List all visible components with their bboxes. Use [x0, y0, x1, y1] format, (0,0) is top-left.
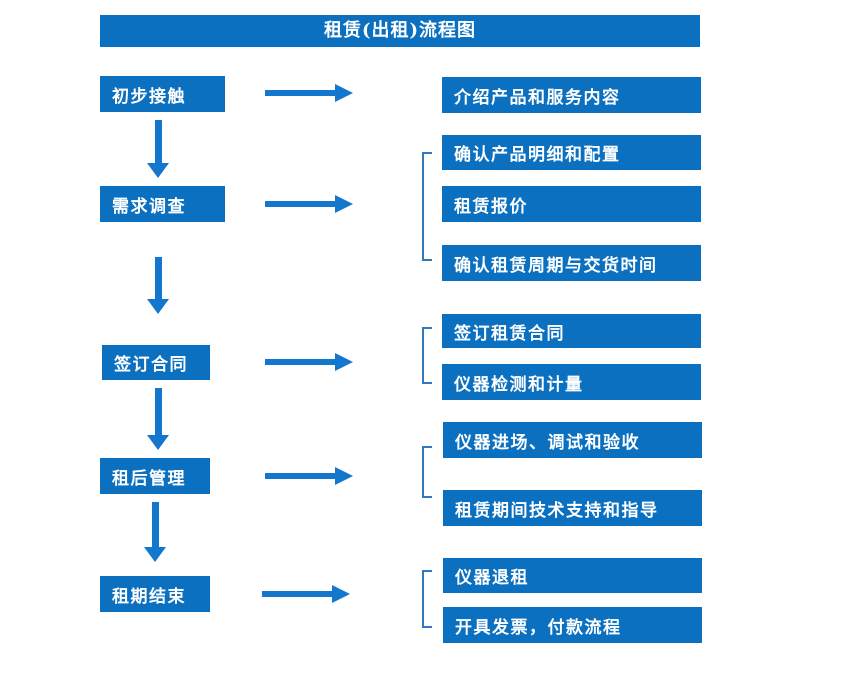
step-post-rental-management: 租后管理	[100, 458, 210, 494]
step-label: 初步接触	[112, 86, 186, 107]
output-label: 租赁期间技术支持和指导	[455, 500, 659, 521]
output-sign-rental-contract: 签订租赁合同	[442, 314, 701, 348]
output-label: 确认产品明细和配置	[454, 145, 621, 165]
arrow-shaft	[151, 502, 159, 547]
arrow-shaft	[154, 257, 162, 299]
arrow-shaft	[262, 591, 332, 597]
step-label: 需求调查	[112, 196, 186, 217]
group-bracket	[422, 152, 432, 261]
step-label: 租后管理	[112, 468, 186, 489]
flowchart-title: 租赁(出租)流程图	[323, 20, 477, 41]
output-invoice-payment-process: 开具发票，付款流程	[443, 607, 702, 643]
group-bracket	[422, 327, 432, 384]
arrow-head	[147, 163, 169, 178]
arrow-shaft	[265, 473, 335, 479]
output-instrument-testing-measurement: 仪器检测和计量	[442, 364, 701, 400]
group-bracket	[422, 570, 432, 628]
step-label: 签订合同	[114, 355, 188, 375]
output-label: 开具发票，付款流程	[455, 617, 622, 638]
arrow-down-icon	[147, 120, 169, 178]
arrow-shaft	[265, 359, 335, 365]
output-introduce-products-services: 介绍产品和服务内容	[442, 77, 701, 113]
arrow-head	[147, 299, 169, 314]
arrow-down-icon	[144, 502, 166, 562]
step-initial-contact: 初步接触	[100, 76, 225, 112]
arrow-right-icon	[265, 467, 353, 485]
arrow-shaft	[265, 201, 335, 207]
arrow-head	[147, 435, 169, 450]
arrow-head	[335, 467, 353, 485]
arrow-shaft	[154, 120, 162, 163]
output-label: 仪器进场、调试和验收	[455, 432, 640, 453]
arrow-down-icon	[147, 388, 169, 450]
flowchart-title-banner: 租赁(出租)流程图	[100, 15, 700, 47]
output-label: 签订租赁合同	[454, 323, 565, 344]
output-label: 介绍产品和服务内容	[454, 87, 621, 108]
arrow-right-icon	[265, 84, 353, 102]
arrow-right-icon	[265, 353, 353, 371]
output-instrument-entry-debug-acceptance: 仪器进场、调试和验收	[443, 422, 702, 458]
arrow-head	[335, 353, 353, 371]
step-sign-contract: 签订合同	[102, 345, 210, 380]
arrow-head	[335, 84, 353, 102]
output-instrument-return: 仪器退租	[443, 558, 702, 593]
output-label: 确认租赁周期与交货时间	[454, 255, 658, 276]
output-technical-support-guidance: 租赁期间技术支持和指导	[443, 490, 702, 526]
arrow-head	[332, 585, 350, 603]
step-rental-end: 租期结束	[100, 576, 210, 612]
arrow-head	[335, 195, 353, 213]
output-confirm-rental-period-delivery: 确认租赁周期与交货时间	[442, 245, 701, 281]
arrow-shaft	[265, 90, 335, 96]
output-label: 仪器退租	[455, 568, 529, 588]
arrow-shaft	[154, 388, 162, 435]
arrow-right-icon	[265, 195, 353, 213]
arrow-right-icon	[262, 585, 350, 603]
group-bracket	[422, 446, 432, 498]
output-label: 租赁报价	[454, 196, 528, 217]
step-label: 租期结束	[112, 586, 186, 607]
step-demand-survey: 需求调查	[100, 186, 225, 222]
output-rental-quotation: 租赁报价	[442, 186, 701, 222]
output-label: 仪器检测和计量	[454, 374, 584, 395]
arrow-down-icon	[147, 257, 169, 314]
arrow-head	[144, 547, 166, 562]
output-confirm-product-details: 确认产品明细和配置	[442, 135, 701, 170]
